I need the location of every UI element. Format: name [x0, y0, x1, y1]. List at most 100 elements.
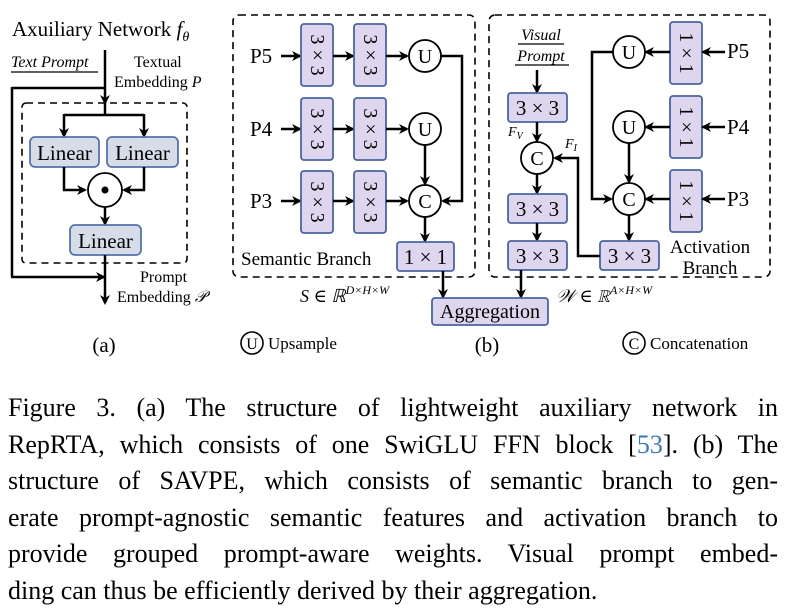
semantic-input-p4: P4 [250, 117, 273, 141]
caption-line: Figure 3. (a) The structure of lightweig… [8, 393, 778, 422]
linear-right-label: Linear [115, 141, 170, 165]
conv-label: 3 × 3 [359, 34, 381, 75]
arrow-left-to-product [62, 167, 87, 195]
caption-line: provide grouped prompt-aware weights. Vi… [8, 539, 778, 568]
fi-label: FI [564, 137, 578, 154]
textual-embedding-line1: Textual [134, 54, 182, 71]
concat-label: C [530, 148, 543, 170]
conv1x1-p5: 1 × 1 [669, 21, 703, 85]
upsample-act-p5-icon: U [612, 35, 646, 69]
linear-left-box: Linear [29, 136, 100, 168]
activation-input-p5: P5 [727, 39, 749, 63]
concat-label: C [622, 189, 635, 211]
caption-line: ding can thus be efficiently derived by … [8, 575, 598, 605]
elementwise-product-icon [87, 172, 123, 208]
conv1x1-p4: 1 × 1 [669, 95, 703, 159]
conv3x3-p5-a: 3 × 3 [300, 23, 334, 87]
panel-b-label: (b) [475, 333, 500, 357]
conv-label: 3 × 3 [608, 244, 651, 268]
arrow-p5-to-concat [441, 54, 464, 206]
legend-label: Upsample [268, 334, 337, 353]
panel-a-title: Axuiliary Network fθ [12, 17, 189, 45]
conv-label: 1 × 1 [675, 32, 697, 73]
semantic-input-p5: P5 [250, 44, 272, 68]
citation-link[interactable]: 53 [636, 429, 663, 459]
legend-label: Concatenation [650, 334, 749, 353]
textual-embedding-line2: Embedding P [114, 74, 202, 91]
conv-label: 3 × 3 [516, 244, 559, 268]
prompt-embedding-line2: Embedding 𝒫 [117, 289, 211, 306]
conv-label: 1 × 1 [675, 106, 697, 147]
conv-label: 3 × 3 [359, 181, 381, 222]
caption-line: RepRTA, which consists of one SwiGLU FFN… [8, 427, 778, 464]
prompt-embedding-line1: Prompt [140, 269, 188, 286]
caption-line: structure of SAVPE, which consists of se… [8, 466, 778, 495]
visual-prompt-line1: Visual [521, 27, 561, 44]
activation-branch: Visual Prompt 3 × 3 FV FI C 3 × 3 3 × 3 … [488, 14, 771, 306]
visual-prompt-line2: Prompt [516, 48, 565, 65]
conv3x3-p3-a: 3 × 3 [300, 170, 334, 234]
linear-right-box: Linear [106, 136, 179, 168]
concat-legend-icon [622, 331, 646, 355]
conv-label: 3 × 3 [306, 34, 328, 75]
conv3x3-p3-b: 3 × 3 [353, 170, 387, 234]
conv-label: 3 × 3 [359, 108, 381, 149]
semantic-dashed-box [232, 14, 476, 278]
conv1x1-semantic: 1 × 1 [396, 241, 455, 272]
upsample-p5-icon: U [408, 39, 442, 73]
conv-label: 1 × 1 [404, 245, 447, 269]
linear-bottom-label: Linear [78, 229, 133, 253]
arrow-right-to-product [122, 167, 146, 195]
conv1x1-p3: 1 × 1 [669, 169, 703, 233]
figure-caption: Figure 3. (a) The structure of lightweig… [8, 390, 778, 609]
caption-line: erate prompt-agnostic semantic features … [8, 502, 778, 532]
legend-concatenation: C Concatenation [622, 331, 749, 355]
upsample-p4-icon: U [408, 112, 442, 146]
activation-branch-title-line1: Activation [670, 237, 751, 258]
upsample-act-p4-icon: U [612, 110, 646, 144]
caption-text: ]. (b) The [662, 429, 778, 459]
concat-semantic-icon: C [408, 184, 442, 218]
concat-label: C [418, 191, 431, 213]
text-prompt-label: Text Prompt [11, 54, 89, 71]
aggregation-label: Aggregation [440, 301, 540, 323]
conv-label: 3 × 3 [516, 96, 559, 120]
activation-input-p4: P4 [727, 115, 750, 139]
figure-diagram: Axuiliary Network fθ Text Prompt Textual… [10, 14, 771, 357]
legend-symbol: U [246, 336, 258, 353]
conv3x3-visual-prompt: 3 × 3 [507, 92, 568, 123]
concat-activation-icon: C [612, 182, 646, 216]
linear-bottom-box: Linear [69, 224, 142, 256]
semantic-input-p3: P3 [250, 189, 272, 213]
panel-a-label: (a) [92, 333, 115, 357]
linear-left-label: Linear [37, 141, 92, 165]
semantic-output-symbol: S ∈ ℝD×H×W [300, 283, 390, 306]
upsample-label: U [622, 117, 637, 139]
conv-label: 3 × 3 [306, 108, 328, 149]
conv-label: 3 × 3 [516, 197, 559, 221]
conv3x3-p4-a: 3 × 3 [300, 97, 334, 161]
arrow-fi-to-concat [553, 153, 600, 258]
panel-a: Axuiliary Network fθ Text Prompt Textual… [10, 17, 211, 357]
activation-branch-title-line2: Branch [683, 258, 738, 279]
fv-label: FV [507, 125, 525, 142]
arrow-p5-to-concat [590, 50, 613, 204]
caption-text: RepRTA, which consists of one SwiGLU FFN… [8, 429, 637, 459]
activation-input-p3: P3 [727, 187, 749, 211]
conv3x3-act-c: 3 × 3 [599, 240, 660, 271]
upsample-legend-icon [240, 331, 264, 355]
semantic-branch: P5 3 × 3 3 × 3 U P4 3 × 3 3 × 3 U P3 3 ×… [232, 14, 476, 306]
conv3x3-p4-b: 3 × 3 [353, 97, 387, 161]
activation-output-symbol: 𝒲 ∈ ℝA×H×W [556, 283, 653, 306]
aggregation-box: Aggregation [431, 297, 549, 326]
upsample-label: U [622, 42, 637, 64]
conv-label: 1 × 1 [675, 180, 697, 221]
legend-upsample: U Upsample [240, 331, 337, 355]
activation-dashed-box [488, 14, 771, 278]
conv3x3-act-b: 3 × 3 [507, 240, 568, 271]
conv3x3-act-a: 3 × 3 [507, 193, 568, 224]
conv-label: 3 × 3 [306, 181, 328, 222]
conv3x3-p5-b: 3 × 3 [353, 23, 387, 87]
upsample-label: U [418, 46, 433, 68]
upsample-label: U [418, 119, 433, 141]
